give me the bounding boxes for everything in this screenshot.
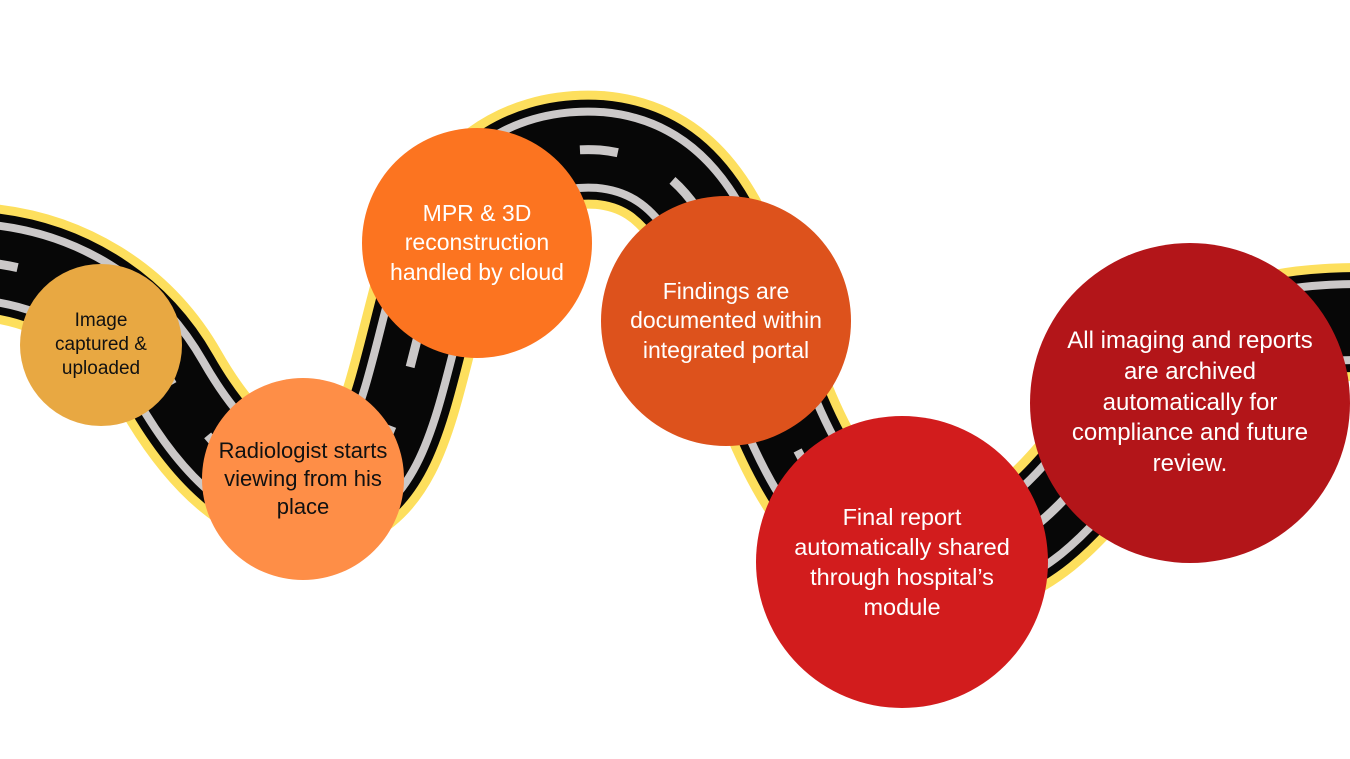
step-5-label: Final report automatically shared throug… [794,503,1010,621]
step-3-label: MPR & 3D reconstruction handled by cloud [390,199,564,285]
step-1-label: Image captured & uploaded [55,309,147,380]
step-3-circle: MPR & 3D reconstruction handled by cloud [362,128,592,358]
step-6-circle: All imaging and reports are archived aut… [1030,243,1350,563]
step-1-circle: Image captured & uploaded [20,264,182,426]
step-2-label: Radiologist starts viewing from his plac… [218,437,388,520]
step-4-label: Findings are documented within integrate… [630,277,822,363]
step-2-circle: Radiologist starts viewing from his plac… [202,378,404,580]
step-4-circle: Findings are documented within integrate… [601,196,851,446]
step-5-circle: Final report automatically shared throug… [756,416,1048,708]
step-6-label: All imaging and reports are archived aut… [1067,327,1313,478]
